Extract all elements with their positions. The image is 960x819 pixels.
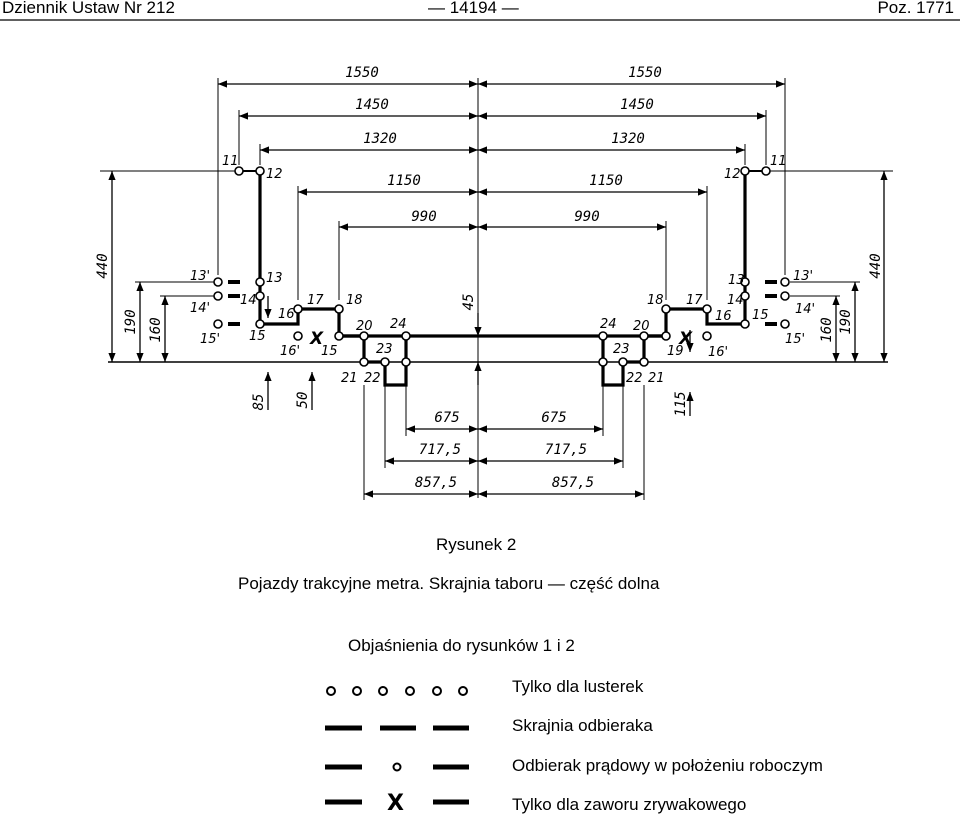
label-13-left: 13 (266, 271, 283, 286)
legend-label-collector-working: Odbierak prądowy w położeniu roboczym (512, 756, 823, 775)
label-15p-left: 15' (200, 332, 220, 347)
label-24-left: 24 (390, 317, 407, 332)
dim-675-right: 675 (541, 410, 566, 426)
position-number: Poz. 1771 (877, 0, 954, 17)
label-16p-left: 16' (280, 344, 300, 359)
horizontal-dimensions (218, 80, 785, 498)
legend-symbol-dots (326, 686, 468, 696)
label-16-right: 16 (715, 309, 732, 324)
dim-1550-right: 1550 (628, 65, 662, 81)
dim-1150-left: 1150 (387, 173, 421, 189)
label-17-left: 17 (307, 293, 324, 308)
label-18-right: 18 (647, 293, 664, 308)
figure-title: Rysunek 2 (436, 535, 517, 554)
dim-440-left: 440 (95, 253, 111, 278)
label-22-right: 22 (626, 371, 643, 386)
legend-x-mark: X (387, 791, 404, 816)
label-14p-left: 14' (190, 301, 210, 316)
legend-label-collector-gauge: Skrajnia odbieraka (512, 716, 653, 735)
dim-440-right: 440 (868, 253, 884, 278)
dim-45: 45 (461, 294, 477, 311)
extension-lines (217, 78, 786, 500)
label-19-right: 19 (667, 344, 684, 359)
collector-dashes (228, 280, 777, 326)
label-14-right: 14 (727, 293, 744, 308)
label-16p-right: 16' (708, 345, 728, 360)
gauge-points (213, 166, 790, 367)
dim-990-right: 990 (574, 209, 599, 225)
label-20-right: 20 (633, 319, 650, 334)
valve-mark-left: X (309, 329, 324, 349)
page-number: — 14194 — (428, 0, 519, 17)
label-11-left: 11 (222, 154, 239, 169)
label-16-left: 16 (278, 307, 295, 322)
label-13p-right: 13' (793, 269, 813, 284)
dim-1320-left: 1320 (363, 131, 397, 147)
label-21-left: 21 (341, 371, 358, 386)
dim-50: 50 (295, 392, 311, 409)
valve-mark-right: X (678, 329, 693, 349)
label-15-inner-left: 15 (321, 344, 338, 359)
dim-115: 115 (673, 391, 689, 416)
label-15-right: 15 (752, 308, 769, 323)
dim-160-right: 160 (819, 317, 835, 342)
legend-title: Objaśnienia do rysunków 1 i 2 (348, 636, 575, 655)
dim-990-left: 990 (411, 209, 436, 225)
legend-label-mirrors: Tylko dla lusterek (512, 677, 644, 696)
label-21-right: 21 (648, 371, 665, 386)
dim-1450-left: 1450 (355, 97, 389, 113)
label-12-right: 12 (724, 167, 741, 182)
label-14-left: 14 (240, 293, 257, 308)
label-23-right: 23 (613, 342, 630, 357)
label-12-left: 12 (266, 167, 283, 182)
legend-symbol-dash-x: X (325, 791, 469, 816)
legend-symbols: X (325, 686, 469, 816)
figure-subtitle: Pojazdy trakcyjne metra. Skrajnia taboru… (238, 574, 660, 593)
vertical-dimensions (100, 170, 893, 416)
dim-85: 85 (251, 394, 267, 411)
label-20-left: 20 (356, 319, 373, 334)
label-15-left: 15 (249, 329, 266, 344)
gauge-outline (239, 170, 766, 387)
label-13p-left: 13' (190, 269, 210, 284)
dim-717-left: 717,5 (419, 442, 461, 458)
label-24-right: 24 (600, 317, 617, 332)
dim-190-right: 190 (838, 309, 854, 334)
label-15p-right: 15' (785, 332, 805, 347)
dim-1320-right: 1320 (611, 131, 645, 147)
dim-857-left: 857,5 (415, 475, 457, 491)
dim-675-left: 675 (434, 410, 459, 426)
dim-1150-right: 1150 (589, 173, 623, 189)
dim-1450-right: 1450 (620, 97, 654, 113)
label-11-right: 11 (770, 154, 787, 169)
dim-857-right: 857,5 (552, 475, 594, 491)
dim-160-left: 160 (148, 317, 164, 342)
legend-symbol-dash-dot (325, 762, 469, 772)
journal-name: Dziennik Ustaw Nr 212 (2, 0, 175, 17)
label-14p-right: 14' (795, 302, 815, 317)
label-13-right: 13 (728, 273, 745, 288)
dim-717-right: 717,5 (545, 442, 587, 458)
label-23-left: 23 (376, 342, 393, 357)
dim-1550-left: 1550 (345, 65, 379, 81)
dim-190-left: 190 (123, 309, 139, 334)
label-22-left: 22 (364, 371, 381, 386)
legend-label-valve: Tylko dla zaworu zrywakowego (512, 795, 747, 814)
label-17-right: 17 (686, 293, 703, 308)
label-18-left: 18 (346, 293, 363, 308)
